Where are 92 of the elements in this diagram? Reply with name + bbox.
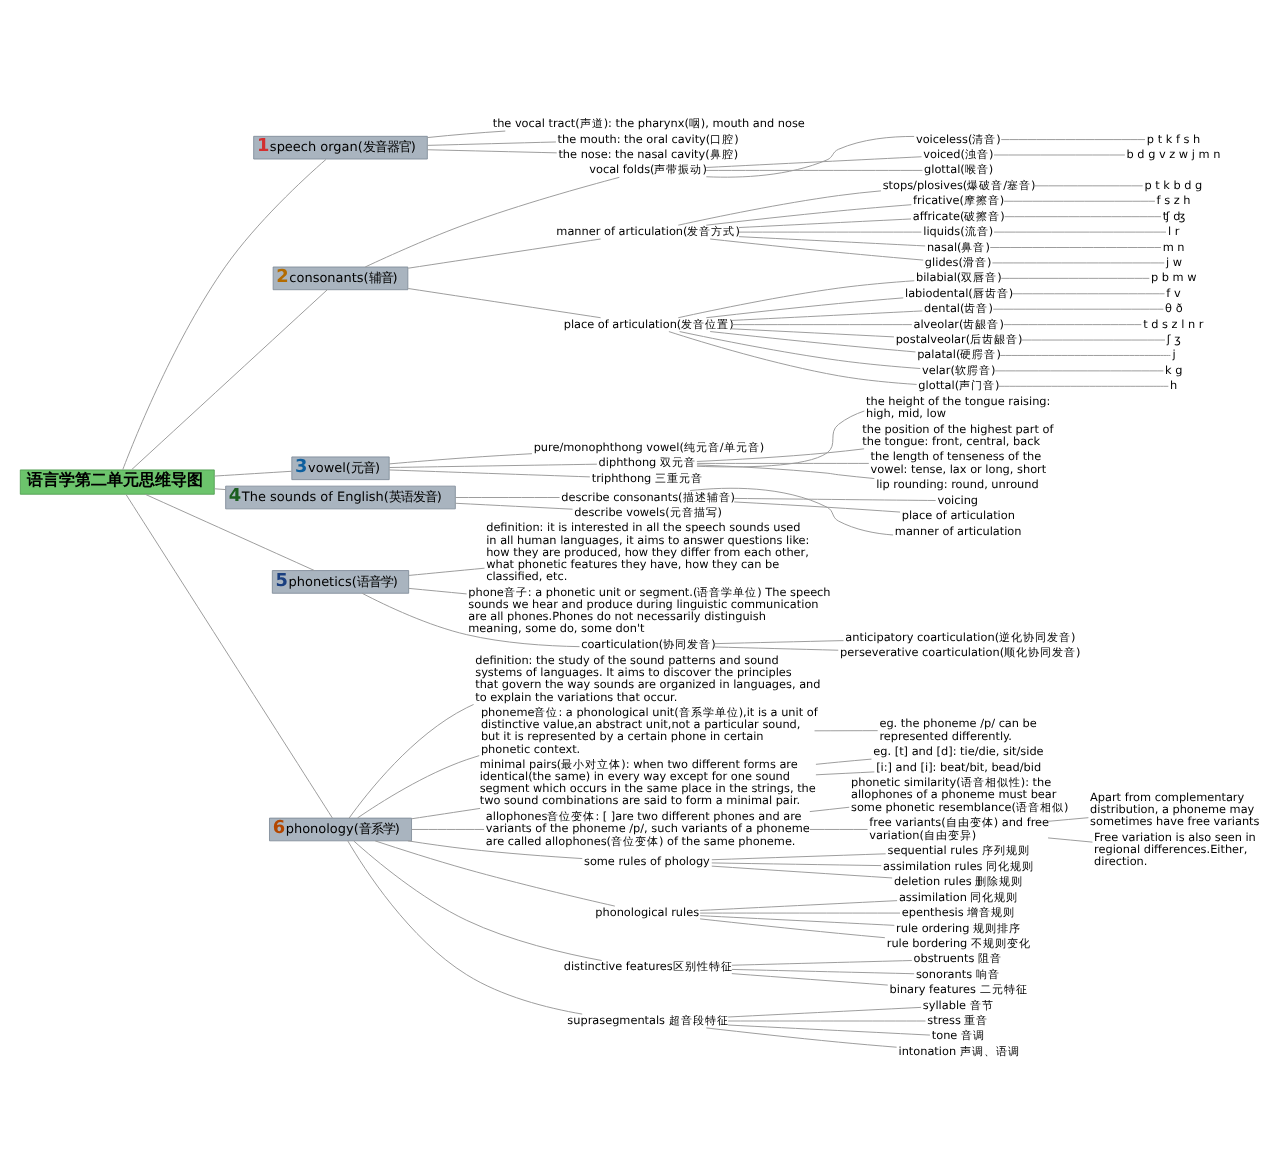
connector <box>364 175 620 267</box>
connector <box>705 296 904 318</box>
connector <box>1000 138 1146 140</box>
connector <box>427 129 506 138</box>
connector <box>727 1019 926 1021</box>
connector <box>1011 292 1166 294</box>
connector <box>713 645 839 650</box>
connector <box>738 217 912 228</box>
connector <box>357 754 480 818</box>
connector <box>696 409 865 467</box>
connector <box>1000 276 1150 278</box>
connector <box>994 369 1164 371</box>
connector <box>705 155 923 167</box>
connector <box>144 492 315 570</box>
connector <box>699 899 898 910</box>
connector <box>709 237 924 260</box>
connector <box>696 463 875 479</box>
connector <box>677 189 882 225</box>
connector <box>738 235 926 246</box>
connector <box>696 461 870 463</box>
connector <box>454 501 574 509</box>
connector <box>696 447 865 461</box>
connector <box>993 230 1167 232</box>
connector <box>347 839 583 1014</box>
connector <box>733 500 901 512</box>
connector <box>705 1026 898 1047</box>
connector <box>699 917 886 938</box>
connector <box>677 279 915 318</box>
connector <box>407 237 602 268</box>
connector <box>411 806 481 819</box>
connector <box>993 153 1126 155</box>
connector <box>731 327 895 337</box>
connector <box>689 486 894 535</box>
connector <box>731 967 915 974</box>
connector <box>738 230 922 232</box>
connector <box>348 702 475 818</box>
connector <box>668 330 918 384</box>
connector <box>731 323 913 325</box>
connector <box>426 148 558 153</box>
connector <box>408 566 485 575</box>
node-box: 语言学第二单元思维导图 <box>19 468 215 494</box>
connector <box>361 591 580 647</box>
connector <box>374 839 616 906</box>
connector <box>388 468 591 477</box>
connector <box>131 288 328 470</box>
connector <box>713 639 844 644</box>
connector <box>388 462 598 467</box>
connector <box>679 330 921 368</box>
connector <box>353 839 603 961</box>
connector <box>814 729 879 731</box>
connector <box>711 852 887 860</box>
connector <box>998 384 1169 386</box>
connector <box>454 496 561 497</box>
connector <box>1003 199 1156 201</box>
connector <box>1021 338 1166 340</box>
connector <box>989 246 1162 247</box>
connector <box>727 1005 922 1017</box>
connector <box>815 757 872 764</box>
connector <box>213 487 227 490</box>
connector <box>426 140 557 145</box>
connector <box>699 914 895 925</box>
connector <box>991 261 1165 263</box>
connector <box>1034 184 1144 186</box>
connector <box>727 1023 931 1035</box>
connector <box>705 203 912 225</box>
connector <box>705 134 915 177</box>
connector <box>731 972 889 985</box>
connector <box>388 452 533 464</box>
connector <box>733 496 937 500</box>
connector <box>1047 836 1093 842</box>
connector <box>705 168 923 170</box>
connector <box>711 864 893 878</box>
connector <box>1004 215 1162 217</box>
connector <box>999 353 1171 355</box>
connector <box>1047 816 1089 821</box>
connector <box>709 330 916 352</box>
connector <box>992 307 1164 309</box>
connector <box>809 827 869 829</box>
connector <box>731 309 923 320</box>
connector <box>125 492 333 818</box>
connector <box>407 287 602 318</box>
connector <box>711 861 882 866</box>
connector <box>1003 323 1142 325</box>
connector <box>122 157 327 470</box>
connector <box>407 839 583 859</box>
connector <box>815 770 875 775</box>
connector <box>213 469 293 476</box>
connector <box>408 586 468 594</box>
connector <box>809 805 850 812</box>
connector <box>699 911 901 913</box>
connector <box>731 959 913 965</box>
connector <box>411 827 485 829</box>
